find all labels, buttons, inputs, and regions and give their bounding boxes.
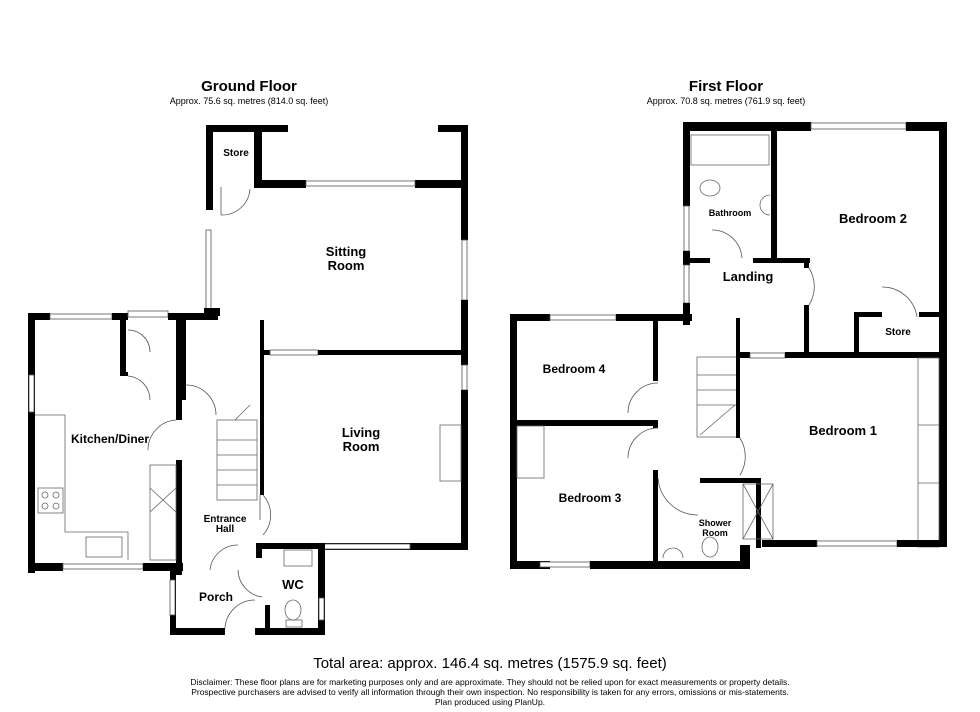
disclaimer-line-2: Prospective purchasers are advised to ve… xyxy=(191,687,789,697)
room-label-porch: Porch xyxy=(199,590,233,604)
room-label-store-ground: Store xyxy=(223,148,249,159)
room-label-entrance-hall-1: Entrance xyxy=(204,514,247,525)
room-label-landing: Landing xyxy=(723,269,774,284)
total-area: Total area: approx. 146.4 sq. metres (15… xyxy=(313,655,667,672)
first-floor-plan xyxy=(510,122,947,569)
room-label-store-first: Store xyxy=(885,327,911,338)
first-floor-area: Approx. 70.8 sq. metres (761.9 sq. feet) xyxy=(646,96,806,106)
room-label-kitchen-diner: Kitchen/Diner xyxy=(71,432,149,446)
disclaimer: Disclaimer: These floor plans are for ma… xyxy=(0,677,980,707)
room-label-bathroom: Bathroom xyxy=(709,208,752,218)
ground-floor-title: Ground Floor xyxy=(201,78,297,95)
disclaimer-line-3: Plan produced using PlanUp. xyxy=(434,697,546,707)
room-label-shower-room-1: Shower xyxy=(699,518,732,528)
room-label-sitting-room-2: Room xyxy=(328,258,365,273)
room-label-bedroom-4: Bedroom 4 xyxy=(543,362,606,376)
room-label-entrance-hall-2: Hall xyxy=(216,524,235,535)
ground-floor-area: Approx. 75.6 sq. metres (814.0 sq. feet) xyxy=(169,96,329,106)
disclaimer-line-1: Disclaimer: These floor plans are for ma… xyxy=(190,677,790,687)
ground-floor-plan xyxy=(28,125,468,635)
room-label-bedroom-2: Bedroom 2 xyxy=(839,211,907,226)
room-label-wc: WC xyxy=(282,577,304,592)
room-label-sitting-room-1: Sitting xyxy=(326,244,366,259)
room-label-living-room-1: Living xyxy=(342,425,380,440)
room-label-living-room-2: Room xyxy=(343,439,380,454)
first-floor-title: First Floor xyxy=(688,78,764,95)
room-label-bedroom-3: Bedroom 3 xyxy=(559,491,622,505)
room-label-bedroom-1: Bedroom 1 xyxy=(809,423,877,438)
room-label-shower-room-2: Room xyxy=(702,528,728,538)
